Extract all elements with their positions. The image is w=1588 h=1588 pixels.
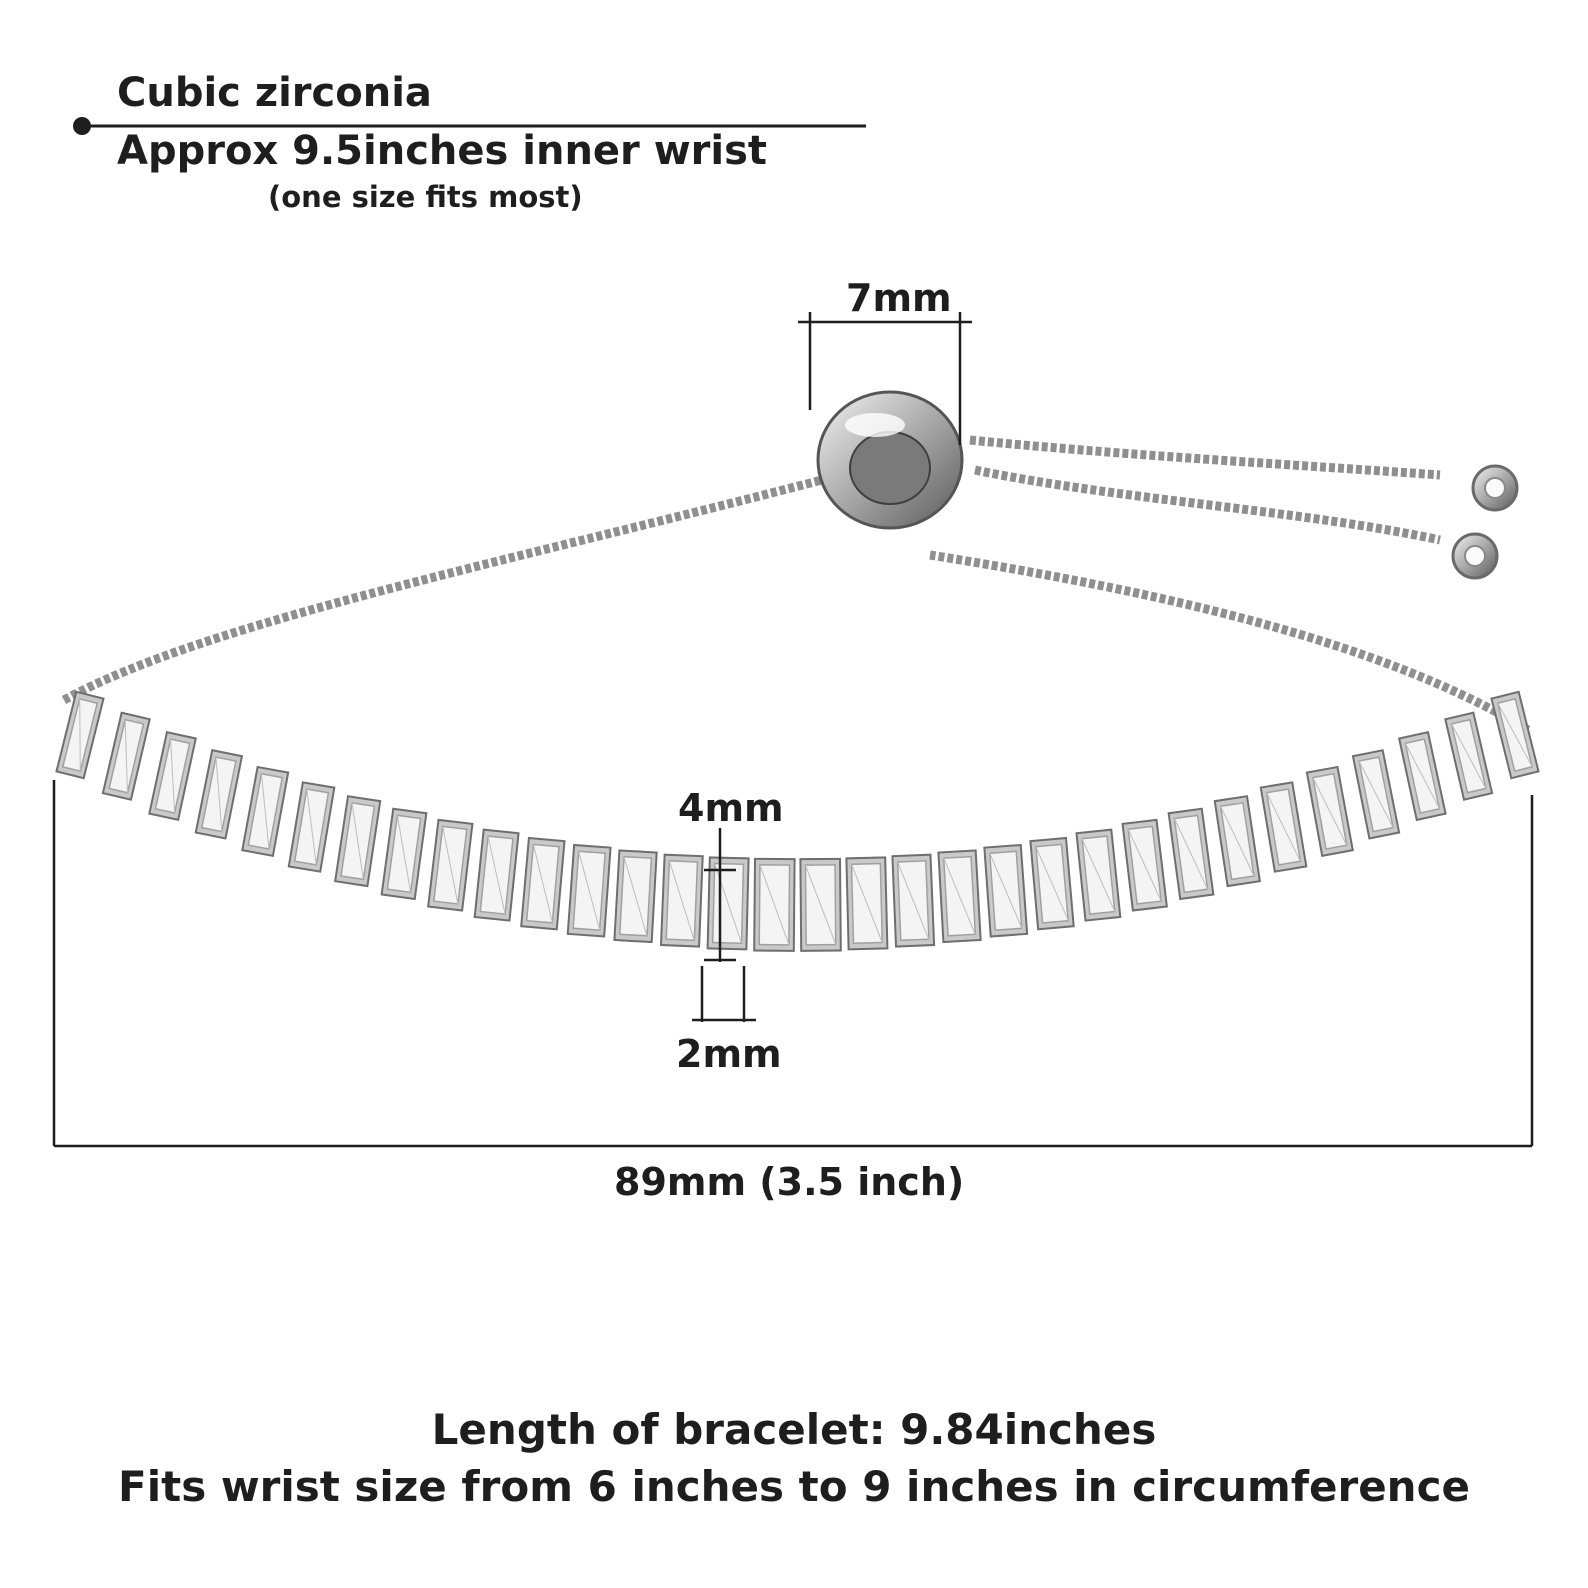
stone bbox=[845, 856, 889, 951]
stone bbox=[1444, 711, 1494, 801]
stone-width-marker bbox=[692, 966, 756, 1022]
stone bbox=[1075, 828, 1122, 922]
bracelet-length-text: Length of bracelet: 9.84inches bbox=[431, 1405, 1157, 1454]
chain-right bbox=[929, 550, 1531, 734]
chain-tail-top bbox=[969, 435, 1441, 480]
stone bbox=[983, 843, 1029, 938]
stone bbox=[1490, 690, 1540, 780]
stone-row bbox=[55, 690, 1540, 952]
stone bbox=[148, 731, 197, 822]
fit-note: (one size fits most) bbox=[268, 180, 583, 214]
slider-dimension-marker bbox=[798, 312, 972, 445]
stone bbox=[659, 853, 704, 948]
stone bbox=[55, 690, 105, 780]
span-dimension-marker bbox=[52, 780, 1534, 1148]
chain-left bbox=[61, 465, 862, 704]
stone-width-label: 2mm bbox=[676, 1032, 782, 1076]
stone bbox=[1351, 749, 1401, 840]
wrist-fit-text: Fits wrist size from 6 inches to 9 inche… bbox=[118, 1462, 1470, 1511]
stone bbox=[380, 807, 428, 901]
stone bbox=[287, 781, 336, 873]
stone bbox=[473, 828, 520, 922]
stone bbox=[1029, 836, 1075, 931]
chain-tail-bottom bbox=[974, 465, 1441, 545]
stone bbox=[101, 711, 151, 801]
stone bbox=[566, 843, 612, 938]
stone bbox=[1121, 818, 1168, 912]
stone bbox=[334, 795, 382, 888]
material-label: Cubic zirconia bbox=[117, 70, 432, 116]
stone-height-marker bbox=[704, 828, 736, 962]
stone bbox=[753, 857, 796, 952]
size-label: Approx 9.5inches inner wrist bbox=[117, 128, 768, 174]
stone bbox=[1213, 795, 1261, 888]
stone bbox=[1259, 781, 1308, 873]
stone bbox=[706, 856, 750, 951]
stone bbox=[241, 765, 290, 857]
stone bbox=[194, 749, 244, 840]
slider-width-label: 7mm bbox=[846, 276, 952, 320]
stone bbox=[891, 853, 936, 948]
stone bbox=[799, 857, 842, 952]
stone bbox=[1305, 765, 1354, 857]
stone bbox=[427, 818, 474, 912]
stone bbox=[937, 849, 982, 944]
stone-height-label: 4mm bbox=[678, 786, 784, 830]
stone bbox=[1167, 807, 1215, 901]
stone bbox=[613, 849, 658, 944]
span-label: 89mm (3.5 inch) bbox=[614, 1160, 965, 1204]
stone bbox=[1397, 731, 1447, 822]
stone bbox=[520, 836, 566, 931]
